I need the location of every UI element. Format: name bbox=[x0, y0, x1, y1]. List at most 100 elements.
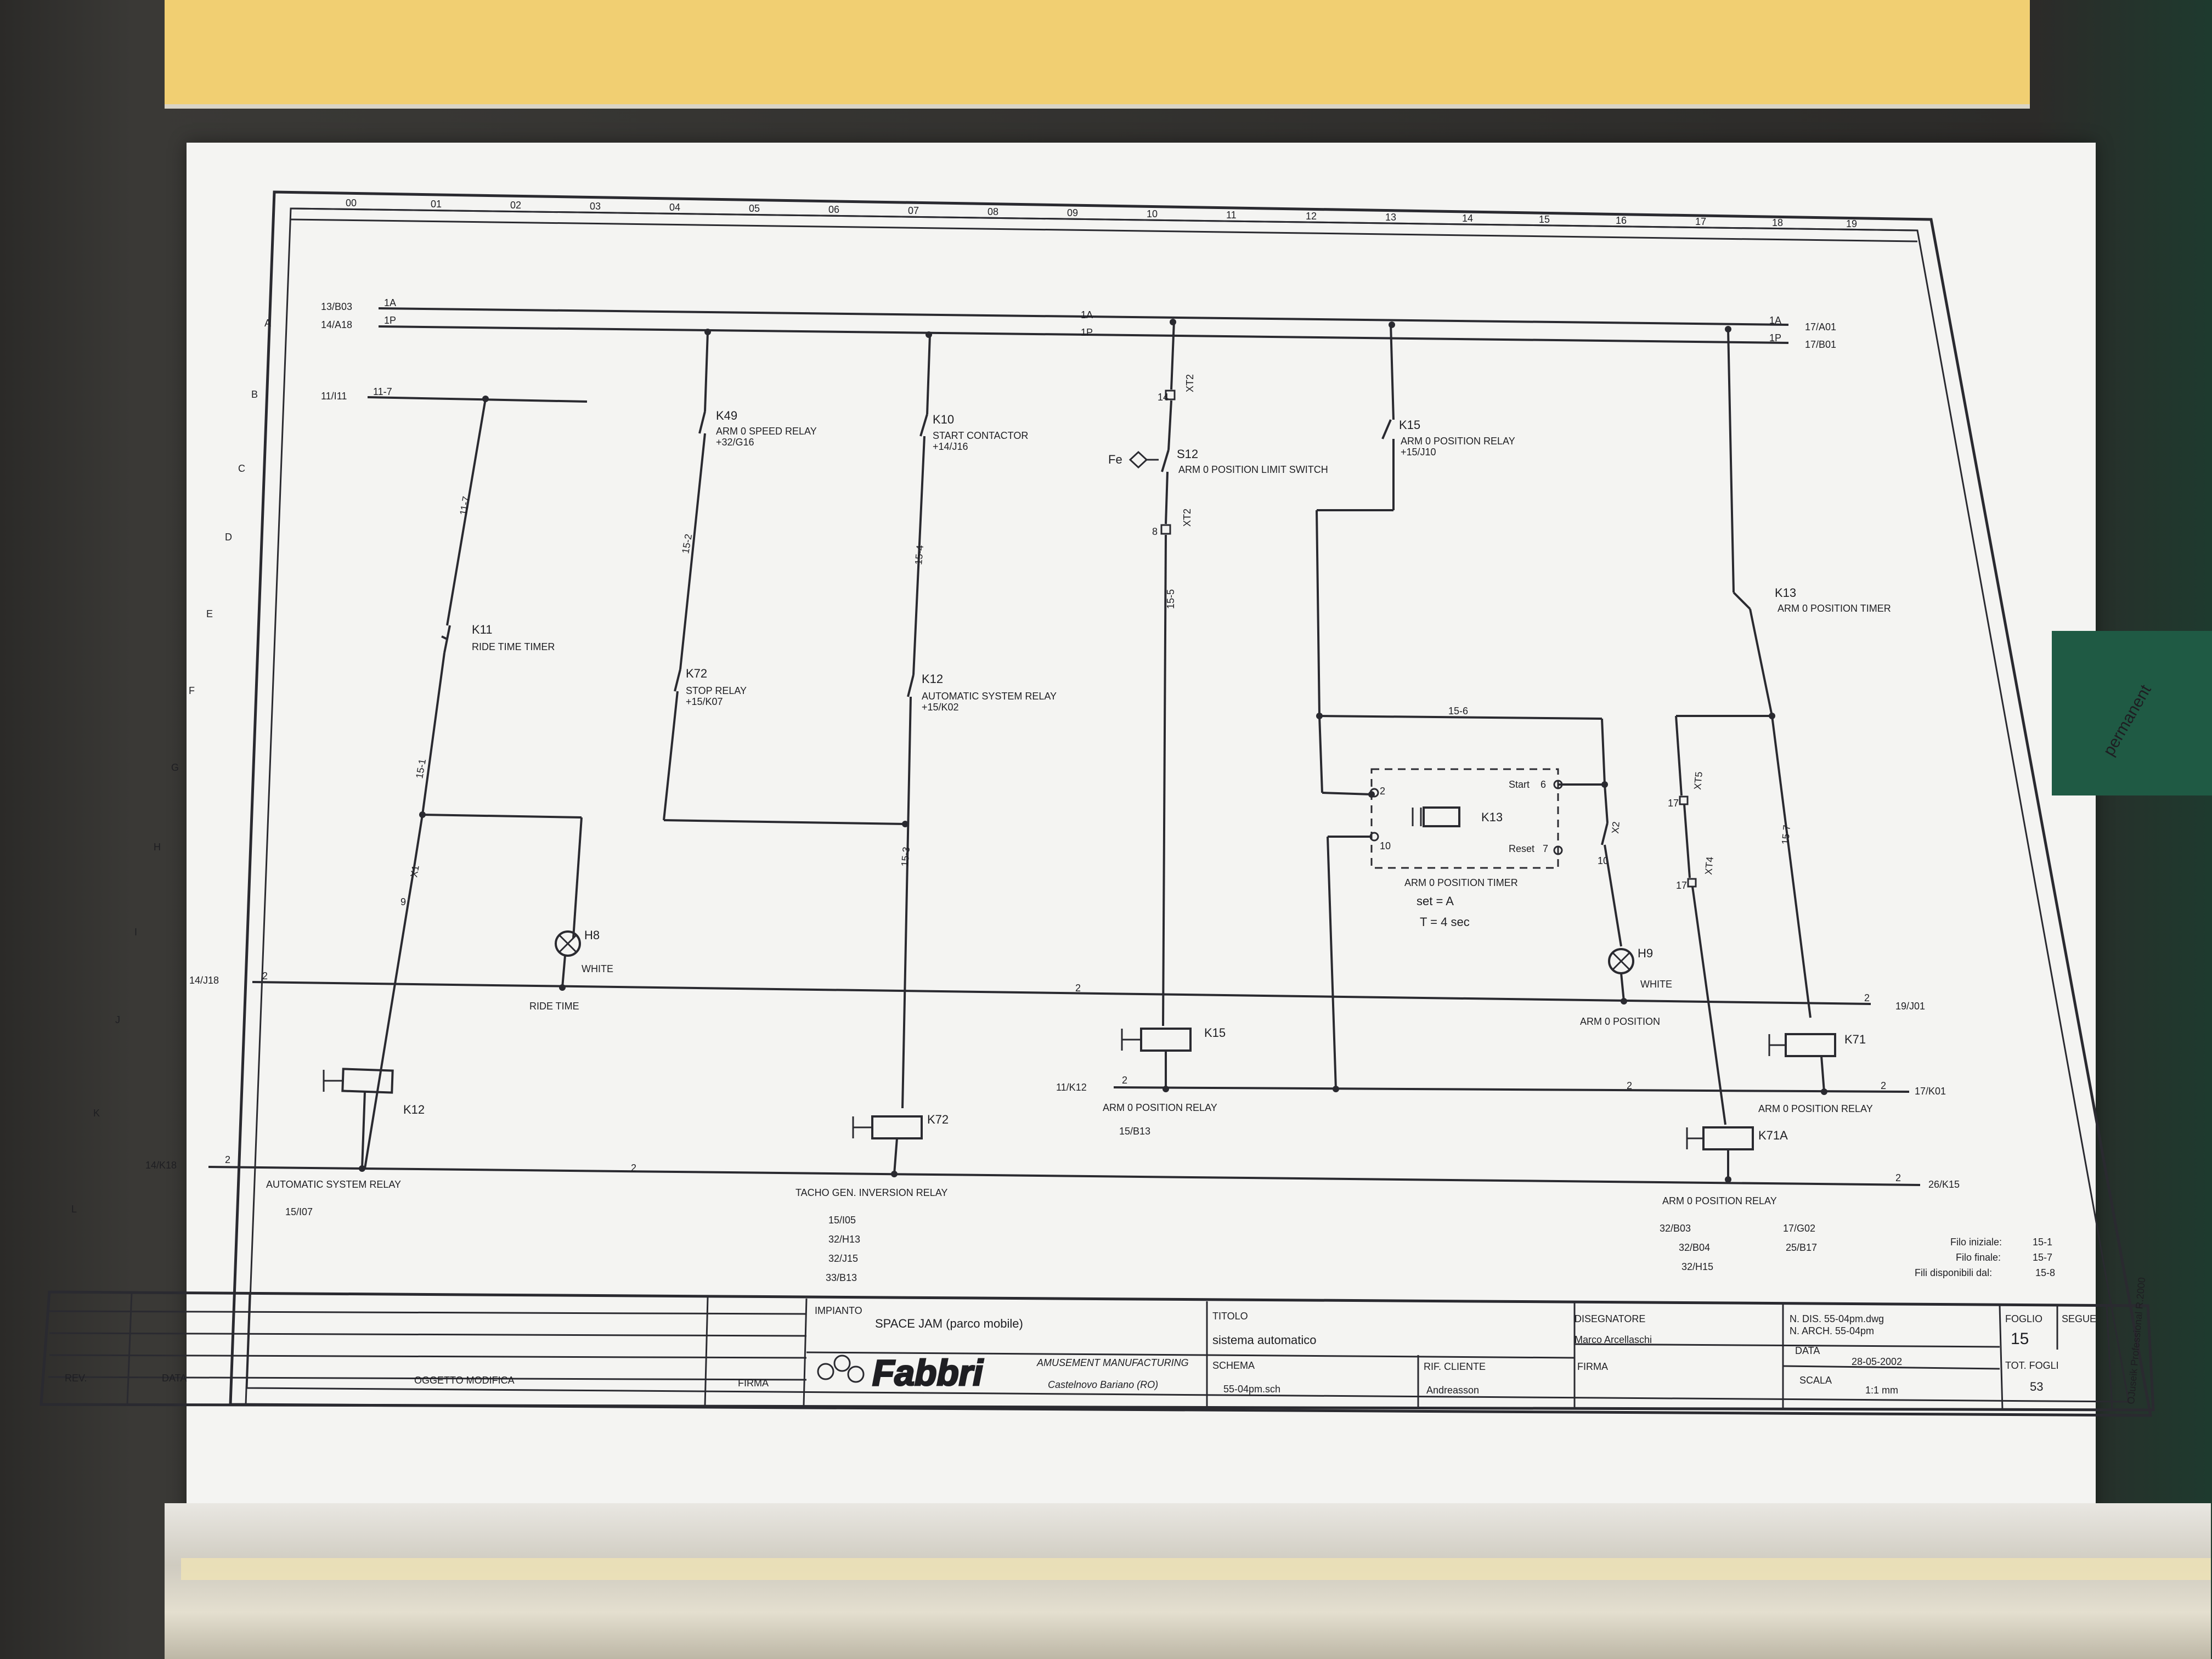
column-ruler: 00 01 02 03 04 05 06 07 08 09 10 11 12 1… bbox=[346, 198, 1857, 229]
xt5-pin-17: 17 bbox=[1668, 798, 1679, 809]
h9-label: H9 bbox=[1638, 946, 1653, 960]
bus-1A-mid: 1A bbox=[1081, 309, 1093, 320]
yellow-folder bbox=[165, 0, 2030, 109]
bus-1A-out-wire: 1A bbox=[1769, 315, 1781, 326]
wire-info-end-label: Filo finale: bbox=[1956, 1252, 2001, 1263]
tb-disegnatore-label: DISEGNATORE bbox=[1575, 1313, 1645, 1324]
k15-branch: K15 ARM 0 POSITION RELAY +15/J10 15-6 2 … bbox=[1316, 323, 1672, 1090]
xt4-pin-17: 17 bbox=[1676, 880, 1687, 891]
ref-11-K12: 11/K12 bbox=[1056, 1082, 1087, 1093]
k15-ref: +15/J10 bbox=[1401, 447, 1436, 458]
k10-branch: K10 START CONTACTOR +14/J16 15-4 K12 AUT… bbox=[795, 334, 1057, 1283]
timer-pin-6: 6 bbox=[1541, 779, 1546, 790]
wire-15-4: 15-4 bbox=[913, 545, 926, 566]
row-I: I bbox=[134, 927, 137, 938]
timer-start: Start bbox=[1509, 779, 1530, 790]
line-K-2: 11/K12 2 2 2 17/K01 bbox=[1056, 1075, 1946, 1097]
timer-set: set = A bbox=[1417, 894, 1454, 908]
k71-desc: ARM 0 POSITION RELAY bbox=[1758, 1103, 1873, 1114]
title-block: REV. DATA OGGETTO MODIFICA FIRMA IMPIANT… bbox=[40, 1277, 2155, 1412]
timer-pin-10: 10 bbox=[1380, 840, 1391, 851]
row-A: A bbox=[264, 318, 271, 329]
wire-1P-label: 1P bbox=[384, 315, 396, 326]
wire-11-7-top: 11-7 bbox=[373, 386, 392, 397]
line-L-2: 14/K18 2 2 2 26/K15 bbox=[145, 1154, 1960, 1190]
wire-info-avail: 15-8 bbox=[2035, 1267, 2055, 1278]
tb-scala: 1:1 mm bbox=[1865, 1385, 1898, 1396]
row-E: E bbox=[206, 608, 213, 619]
tb-data2: 28-05-2002 bbox=[1852, 1356, 1902, 1367]
k72-ref: +15/K07 bbox=[686, 696, 723, 707]
fe-label: Fe bbox=[1108, 453, 1122, 466]
col-08: 08 bbox=[988, 206, 998, 217]
col-17: 17 bbox=[1695, 216, 1706, 227]
k12-contact-label: K12 bbox=[922, 672, 943, 686]
timer-reset: Reset bbox=[1509, 843, 1534, 854]
row-F: F bbox=[189, 685, 195, 696]
tb-segue-label: SEGUE bbox=[2062, 1313, 2096, 1324]
col-01: 01 bbox=[431, 199, 442, 210]
k71-label: K71 bbox=[1844, 1032, 1866, 1046]
col-13: 13 bbox=[1385, 212, 1396, 223]
k12-branch: X1 9 H8 WHITE RIDE TIME K12 AUTOMATIC SY… bbox=[266, 814, 613, 1217]
tb-company: Fabbri bbox=[872, 1352, 984, 1393]
k15-label: K15 bbox=[1399, 418, 1420, 432]
k12-coil-desc: AUTOMATIC SYSTEM RELAY bbox=[266, 1179, 401, 1190]
xt2-pin-14: 14 bbox=[1158, 392, 1169, 403]
col-00: 00 bbox=[346, 198, 357, 208]
line-11-7: 11/I11 11-7 11-7 K11 RIDE TIME TIMER 15-… bbox=[321, 386, 588, 815]
row-G: G bbox=[171, 762, 179, 773]
x2-label: X2 bbox=[1610, 821, 1622, 834]
tb-firma: FIRMA bbox=[738, 1378, 769, 1389]
k13-label: K13 bbox=[1775, 586, 1796, 600]
timer-pin-7: 7 bbox=[1543, 843, 1548, 854]
k15-coil-ref: 15/B13 bbox=[1119, 1126, 1150, 1137]
xt2-bottom-label: XT2 bbox=[1182, 509, 1193, 527]
ref-14-J18: 14/J18 bbox=[189, 975, 219, 986]
xt2-pin-8: 8 bbox=[1152, 526, 1158, 537]
tb-foglio-label: FOGLIO bbox=[2005, 1313, 2042, 1324]
supply-bus-1P: 14/A18 1P 1P 1P 17/B01 bbox=[321, 315, 1836, 350]
row-K: K bbox=[93, 1108, 100, 1119]
k72-label: K72 bbox=[686, 667, 707, 680]
s12-label: S12 bbox=[1177, 447, 1198, 461]
col-18: 18 bbox=[1772, 217, 1783, 228]
k72-ref-4: 33/B13 bbox=[826, 1272, 857, 1283]
xt2-top-label: XT2 bbox=[1184, 374, 1195, 392]
wire-info-avail-label: Fili disponibili dal: bbox=[1915, 1267, 1992, 1278]
col-14: 14 bbox=[1462, 213, 1473, 224]
col-06: 06 bbox=[828, 204, 839, 215]
timer-pin-2: 2 bbox=[1380, 786, 1385, 797]
xt5-label: XT5 bbox=[1692, 771, 1705, 791]
wire-K-left: 2 bbox=[1122, 1075, 1127, 1086]
wire-info-start-label: Filo iniziale: bbox=[1950, 1237, 2002, 1248]
drawing-frame bbox=[229, 190, 2153, 1417]
tb-titolo: sistema automatico bbox=[1212, 1333, 1317, 1347]
k72-desc: STOP RELAY bbox=[686, 685, 747, 696]
tb-schema-label: SCHEMA bbox=[1212, 1360, 1255, 1371]
ref-14-A18: 14/A18 bbox=[321, 319, 352, 330]
wire-J-right: 2 bbox=[1864, 992, 1870, 1003]
tb-impianto: SPACE JAM (parco mobile) bbox=[875, 1317, 1023, 1330]
ref-19-J01: 19/J01 bbox=[1895, 1001, 1925, 1012]
tb-schema: 55-04pm.sch bbox=[1223, 1384, 1280, 1395]
col-11: 11 bbox=[1226, 210, 1237, 221]
k49-label: K49 bbox=[716, 409, 737, 422]
bus-1P-mid: 1P bbox=[1081, 327, 1093, 338]
wire-L-mid: 2 bbox=[631, 1163, 636, 1173]
k71a-ref-r1: 17/G02 bbox=[1783, 1223, 1815, 1234]
tb-company-sub1: AMUSEMENT MANUFACTURING bbox=[1036, 1357, 1189, 1368]
col-10: 10 bbox=[1147, 208, 1158, 219]
wire-J-left: 2 bbox=[262, 970, 268, 981]
ref-17-B01: 17/B01 bbox=[1805, 339, 1836, 350]
col-03: 03 bbox=[590, 201, 601, 212]
ref-11-I11: 11/I11 bbox=[321, 391, 347, 402]
junction-dots bbox=[359, 319, 1827, 1183]
tb-company-sub2: Castelnovo Bariano (RO) bbox=[1048, 1379, 1158, 1390]
col-16: 16 bbox=[1616, 215, 1627, 226]
h8-color: WHITE bbox=[582, 963, 613, 974]
tb-tot-label: TOT. FOGLI bbox=[2005, 1360, 2059, 1371]
tb-ndis: N. DIS. 55-04pm.dwg bbox=[1790, 1313, 1884, 1324]
k12-coil-ref: 15/I07 bbox=[285, 1206, 313, 1217]
k15-coil-desc: ARM 0 POSITION RELAY bbox=[1103, 1102, 1217, 1113]
